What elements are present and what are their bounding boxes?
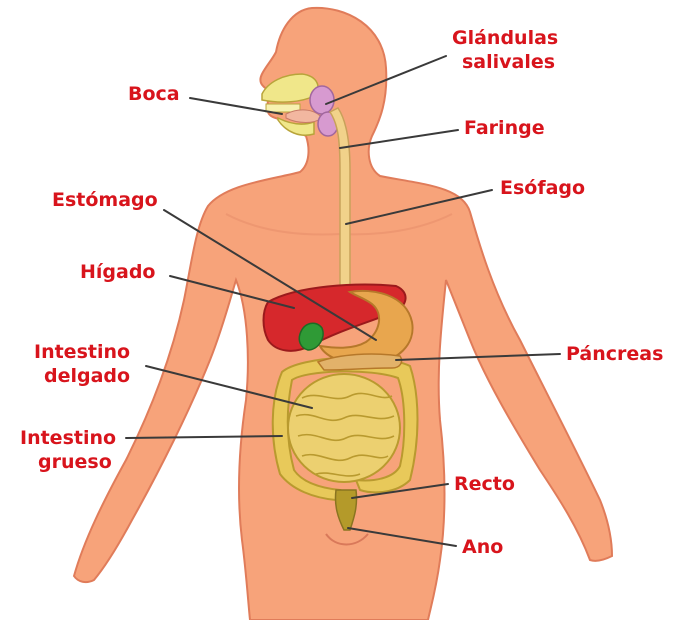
leader-boca (189, 97, 283, 115)
rectum (334, 489, 358, 531)
label-ano: Ano (462, 536, 503, 558)
label-faringe: Faringe (464, 117, 545, 139)
leader-lines (125, 55, 561, 547)
small-intestine (287, 373, 401, 483)
stomach (318, 289, 414, 366)
leader-glandulas (325, 55, 447, 105)
salivary-gland-upper (309, 85, 335, 115)
mouth-and-glands (261, 73, 351, 291)
abdominal-organs (262, 283, 419, 531)
label-estomago: Estómago (52, 189, 158, 211)
leader-intestino-grueso (125, 435, 283, 439)
label-boca: Boca (128, 83, 180, 105)
labels: Glándulas salivales Boca Faringe Esófago… (20, 27, 663, 558)
gallbladder (298, 322, 324, 351)
label-pancreas: Páncreas (566, 343, 663, 365)
small-intestine-loops (295, 392, 395, 477)
label-glandulas-line2: salivales (462, 51, 555, 73)
label-intestino-grueso-line2: grueso (38, 451, 112, 473)
label-intestino-grueso-line1: Intestino (20, 427, 116, 449)
esophagus-tube (328, 107, 351, 291)
leader-faringe (339, 129, 459, 149)
label-intestino-delgado-line2: delgado (44, 365, 130, 387)
nasal-cavity (261, 73, 319, 103)
leader-intestino-delgado (145, 365, 313, 409)
label-glandulas-line1: Glándulas (452, 27, 558, 49)
large-intestine (271, 356, 419, 502)
small-intestine-mass (287, 373, 401, 483)
label-esofago: Esófago (500, 177, 585, 199)
leader-recto (351, 483, 449, 499)
leader-estomago (163, 209, 377, 341)
label-intestino-delgado-line1: Intestino (34, 341, 130, 363)
leader-esofago (345, 189, 493, 225)
pancreas (316, 353, 403, 371)
label-recto: Recto (454, 473, 515, 495)
pelvis-line (325, 533, 369, 546)
leader-pancreas (395, 353, 561, 361)
label-higado: Hígado (80, 261, 156, 283)
leader-ano (347, 527, 457, 547)
leader-higado (169, 275, 295, 309)
